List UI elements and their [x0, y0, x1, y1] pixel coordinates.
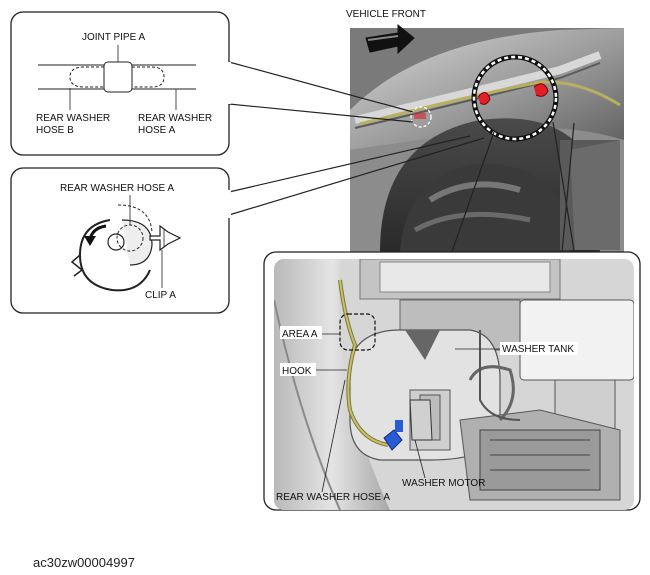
rear-washer-hose-a-label-2: HOSE A — [138, 125, 176, 136]
rear-washer-hose-a-bottom-label: REAR WASHER HOSE A — [276, 492, 390, 503]
detail-view-illustration — [274, 259, 634, 510]
joint-callout-circle — [410, 106, 432, 128]
hook-label: HOOK — [282, 366, 312, 377]
area-a-marker — [339, 313, 376, 351]
callout-leader-right — [552, 121, 577, 264]
rear-washer-hose-b-label-1: REAR WASHER — [36, 113, 110, 124]
area-a-label: AREA A — [282, 329, 318, 340]
joint-highlight — [414, 113, 426, 119]
clip-a-label: CLIP A — [145, 290, 176, 301]
joint-pipe-a-label: JOINT PIPE A — [82, 32, 145, 43]
vehicle-front-arrow-icon — [365, 23, 415, 55]
washer-tank-label: WASHER TANK — [502, 344, 574, 355]
figure-id: ac30zw00004997 — [33, 555, 135, 570]
joint-pipe-a — [103, 61, 133, 93]
callout-leader-right-2 — [561, 122, 575, 253]
washer-motor-label: WASHER MOTOR — [402, 478, 485, 489]
vehicle-front-label: VEHICLE FRONT — [346, 9, 426, 20]
rear-washer-hose-a-label-1: REAR WASHER — [138, 113, 212, 124]
callout-leader-left — [447, 131, 495, 264]
joint-pipe-callout — [10, 11, 414, 156]
rear-washer-hose-a-leader — [321, 379, 346, 493]
rear-washer-hose-b-label-2: HOSE B — [36, 125, 74, 136]
clip-highlight-right — [533, 83, 549, 97]
clip-highlight-left — [477, 92, 491, 105]
top-vehicle-illustration — [350, 28, 624, 252]
rear-washer-hose-a-clip-label: REAR WASHER HOSE A — [60, 183, 174, 194]
clip-callout-circle-inner — [472, 55, 558, 141]
clip-a-callout — [10, 135, 485, 314]
washer-motor-leader — [414, 439, 426, 479]
